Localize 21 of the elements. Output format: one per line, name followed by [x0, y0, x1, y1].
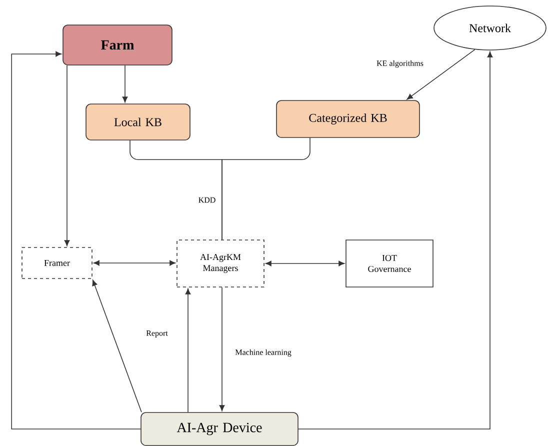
dashed-box: Framer: [22, 247, 92, 279]
arrow: [11, 51, 141, 430]
arrow: [64, 65, 70, 246]
edge-label: KDD: [197, 196, 217, 204]
knowledge-base-box: Local KB: [86, 104, 190, 140]
dashed-box: AI-AgrKM Managers: [176, 240, 264, 288]
arrow: [265, 260, 345, 266]
farm-box: Farm: [62, 24, 172, 66]
arrow: [219, 286, 225, 412]
knowledge-base-box: Categorized KB: [276, 100, 420, 138]
edge-label: KE algorithms: [376, 59, 424, 69]
arrow: [298, 51, 493, 430]
arrow: [185, 288, 191, 412]
edge-label: Report: [145, 330, 169, 338]
arrow: [406, 49, 476, 100]
arrow: [122, 65, 128, 103]
arrow: [93, 260, 176, 266]
arrow: [92, 280, 142, 412]
edge-label: Machine learning: [234, 348, 292, 358]
process-box: IOT Governance: [346, 240, 434, 288]
device-box: AI-Agr Device: [140, 412, 298, 446]
